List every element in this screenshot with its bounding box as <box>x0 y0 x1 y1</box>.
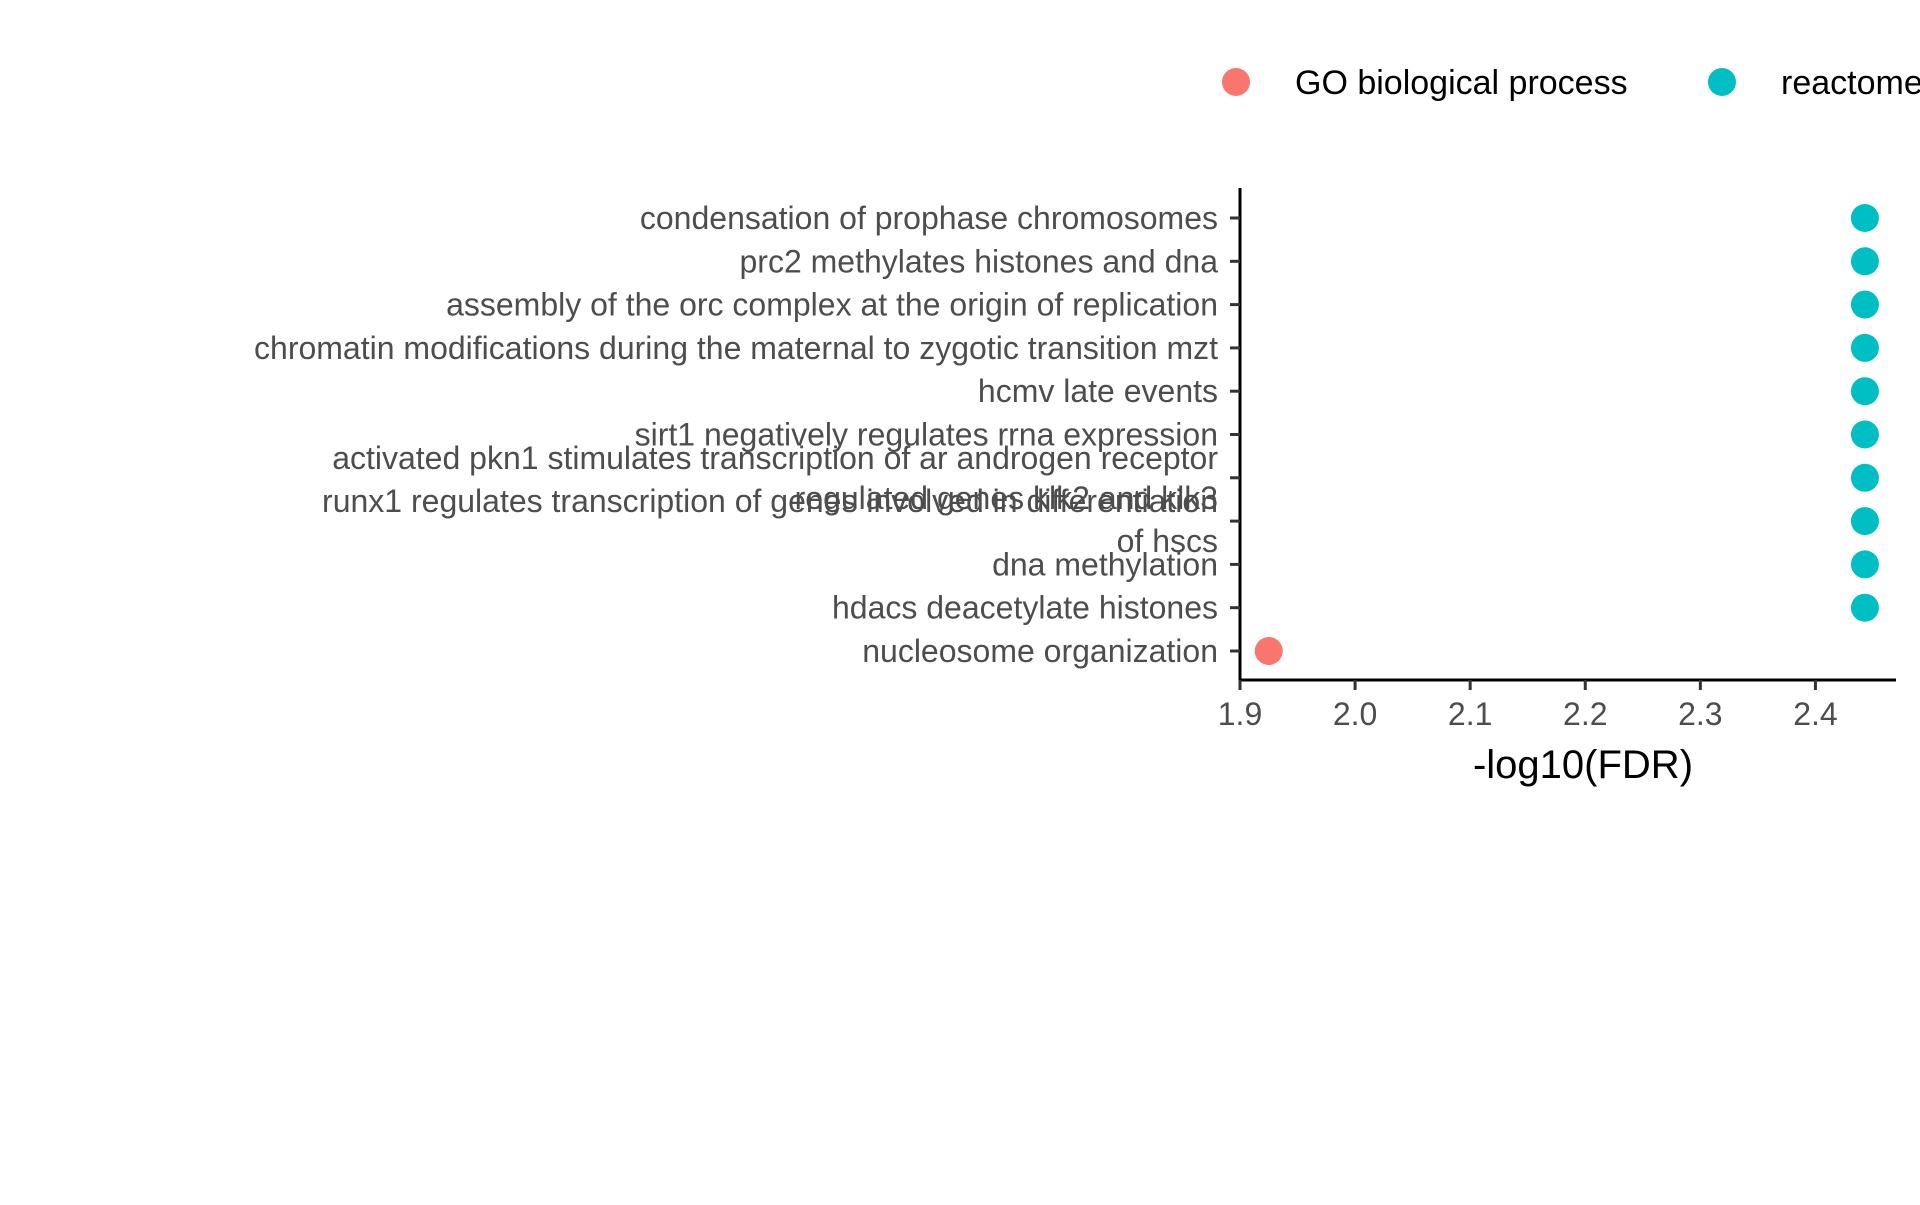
y-category-label: condensation of prophase chromosomes <box>640 200 1218 236</box>
data-points <box>1254 204 1879 665</box>
x-tick-label: 2.2 <box>1563 696 1607 732</box>
y-category-label: hcmv late events <box>978 373 1218 409</box>
y-category-label: assembly of the orc complex at the origi… <box>446 287 1218 323</box>
data-point <box>1850 377 1879 406</box>
legend-label: GO biological process <box>1295 64 1628 102</box>
y-category-label: prc2 methylates histones and dna <box>739 243 1218 279</box>
data-point <box>1254 637 1283 665</box>
x-tick-label: 2.3 <box>1678 696 1722 732</box>
legend-key <box>1708 68 1736 96</box>
y-category-label: nucleosome organization <box>862 633 1218 669</box>
legend-key <box>1222 68 1250 96</box>
y-category-label: activated pkn1 stimulates transcription … <box>332 440 1218 476</box>
legend: GO biological process reactome <box>1222 64 1920 102</box>
y-category-label: of hscs <box>1117 523 1218 559</box>
data-point <box>1850 593 1879 622</box>
category-labels: condensation of prophase chromosomes prc2… <box>254 200 1218 669</box>
data-point <box>1850 420 1879 449</box>
x-tick-label: 1.9 <box>1218 696 1262 732</box>
y-category-label: chromatin modifications during the mater… <box>254 330 1218 366</box>
y-category-label: runx1 regulates transcription of genes i… <box>322 483 1218 519</box>
data-point <box>1850 463 1879 492</box>
data-point <box>1850 204 1879 232</box>
y-category-label: sirt1 negatively regulates rrna expressi… <box>635 417 1218 453</box>
x-tick-label: 2.0 <box>1333 696 1377 732</box>
x-axis-title: -log10(FDR) <box>1473 743 1693 787</box>
x-tick-label: 2.1 <box>1448 696 1492 732</box>
data-point <box>1850 247 1879 276</box>
legend-label: reactome <box>1781 64 1920 102</box>
data-point <box>1850 507 1879 536</box>
y-category-label: hdacs deacetylate histones <box>832 590 1218 626</box>
y-category-label: dna methylation <box>992 546 1218 582</box>
y-category-label: regulated genes klk2 and klk3 <box>795 480 1218 516</box>
x-tick-label: 2.4 <box>1793 696 1837 732</box>
data-point <box>1850 550 1879 579</box>
axes: 1.9 2.0 2.1 2.2 2.3 2.4 <box>1218 188 1896 732</box>
data-point <box>1850 333 1879 362</box>
data-point <box>1850 290 1879 319</box>
